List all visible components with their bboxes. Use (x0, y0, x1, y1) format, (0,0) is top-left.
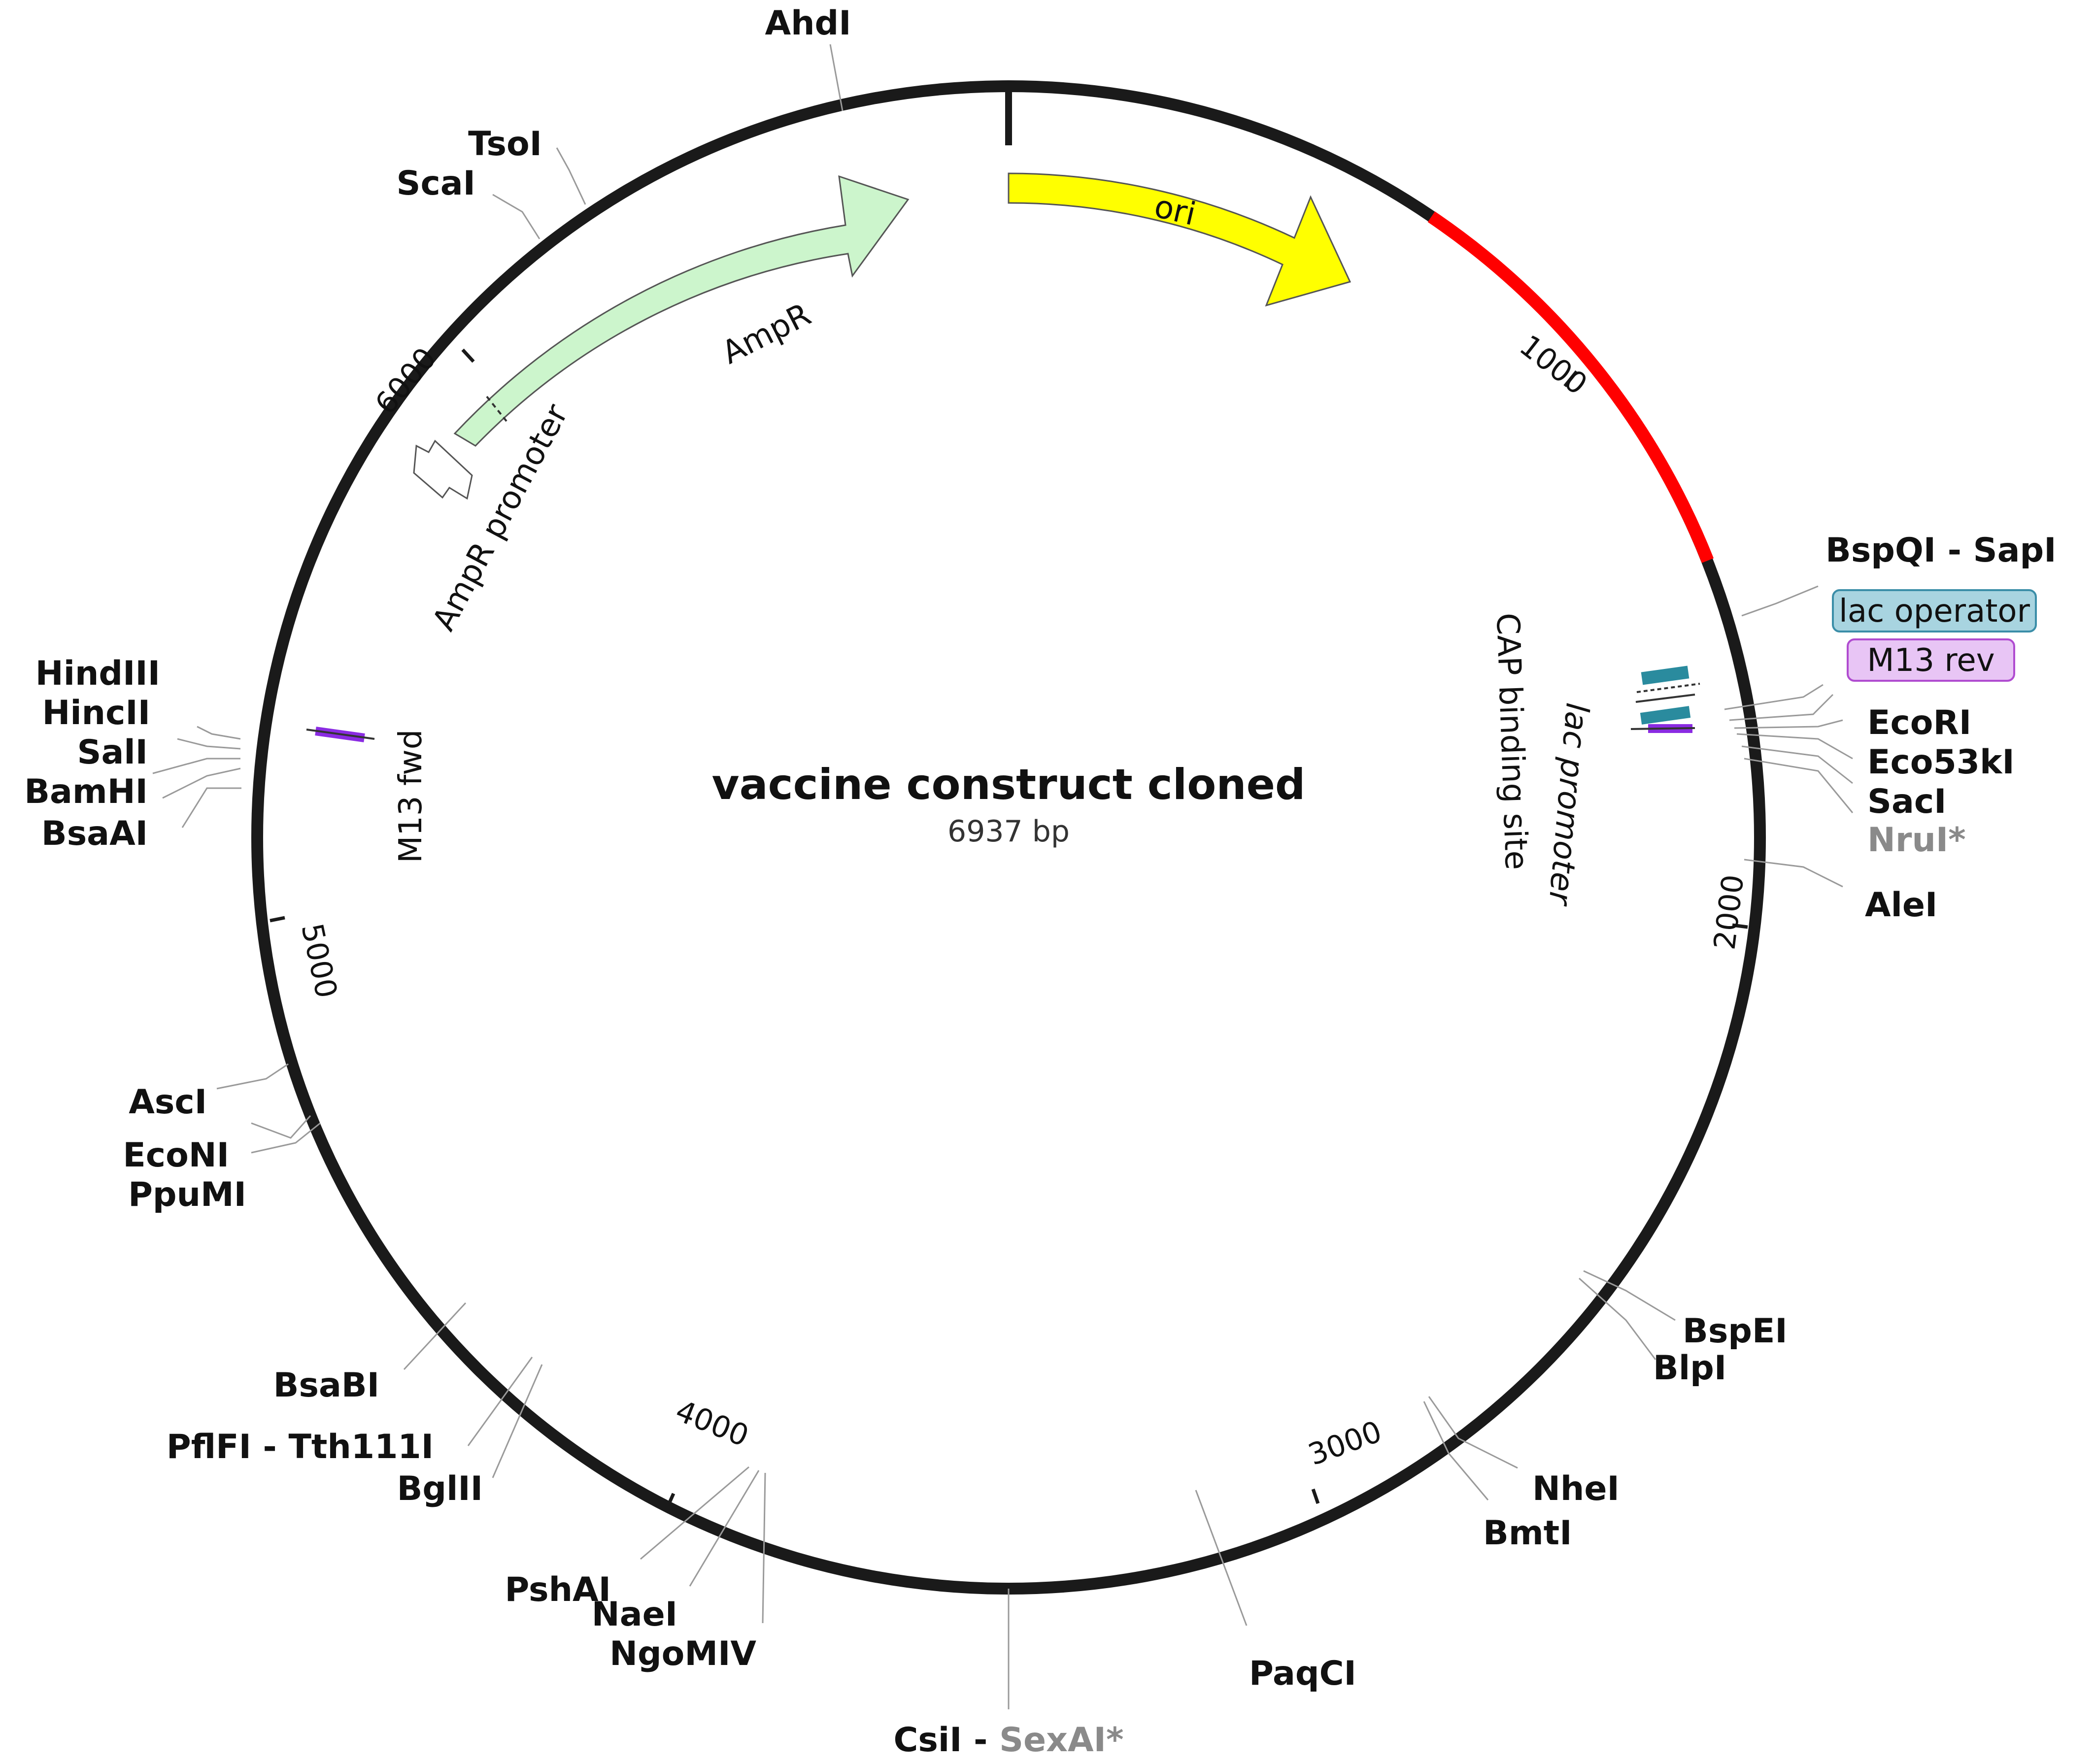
lac-operator-box (1832, 589, 2037, 632)
site-nhei: NheI (1532, 1469, 1620, 1508)
lac-promoter-label: lac promoter (1541, 701, 1595, 908)
m13-fwd-label: M13 fwd (393, 730, 429, 863)
tick-marks (270, 348, 1748, 1509)
lac-operator-label: lac operator (1839, 593, 2030, 630)
map-title: vaccine construct cloned (712, 760, 1306, 809)
ori-feature (1008, 172, 1352, 307)
map-length: 6937 bp (947, 814, 1070, 849)
m13-fwd-arrow-line (306, 729, 375, 740)
tick-label-1000: 1000 (1513, 329, 1593, 402)
site-blpi: BlpI (1653, 1349, 1726, 1388)
site-bsaai: BsaAI (41, 814, 148, 853)
site-bsabi: BsaBI (273, 1366, 379, 1405)
site-bspqi-sapi: BspQI - SapI (1825, 531, 2057, 570)
site-paqci: PaqCI (1249, 1654, 1356, 1693)
site-tsoi: TsoI (468, 125, 542, 164)
site-ecori: EcoRI (1867, 703, 1971, 742)
site-saci: SacI (1867, 782, 1946, 821)
m13-rev-label: M13 rev (1867, 642, 1994, 679)
ampr-promoter-label: AmpR promoter (426, 398, 575, 636)
tick-label-2000: 2000 (1707, 873, 1751, 952)
site-csii-sexai: CsiI - SexAI* (893, 1721, 1123, 1760)
cap-binding-site-label: CAP binding site (1489, 612, 1534, 870)
ori-label: ori (1151, 188, 1199, 233)
site-eco53ki: Eco53kI (1867, 743, 2015, 782)
site-ngomiv: NgoMIV (609, 1634, 756, 1673)
m13-rev-box (1847, 638, 2015, 682)
site-bmti: BmtI (1483, 1514, 1572, 1553)
site-csii: CsiI (893, 1721, 962, 1760)
tick-label-3000: 3000 (1304, 1414, 1386, 1472)
leader-lines (152, 44, 1854, 1709)
site-naei: NaeI (592, 1595, 677, 1634)
site-bspei: BspEI (1683, 1312, 1788, 1351)
site-sali: SalI (77, 733, 148, 772)
site-ahdi: AhdI (765, 4, 851, 43)
highlighted-segment (1427, 211, 1714, 563)
site-alei: AleI (1865, 886, 1937, 925)
ampr-feature (453, 175, 910, 447)
site-ppumi: PpuMI (128, 1175, 246, 1214)
site-nrui: NruI* (1867, 821, 1966, 860)
site-hincii: HincII (42, 694, 150, 732)
site-pshai: PshAI (505, 1570, 611, 1609)
site-econi: EcoNI (123, 1136, 229, 1175)
ampr-label: AmpR (716, 297, 817, 372)
lac-region-glyphs (1630, 666, 1700, 733)
tick-label-4000: 4000 (671, 1394, 753, 1454)
site-bamhi: BamHI (24, 772, 148, 811)
site-csii-separator: - (962, 1721, 999, 1760)
site-pflfi-tth111i: PflFI - Tth111I (167, 1428, 434, 1466)
site-sexai: SexAI* (999, 1721, 1123, 1760)
site-hindiii: HindIII (35, 654, 160, 693)
tick-label-5000: 5000 (294, 921, 343, 1001)
ampr-promoter-feature (413, 439, 473, 500)
site-bglii: BglII (397, 1469, 483, 1508)
site-asci: AscI (129, 1083, 207, 1122)
site-scai: ScaI (397, 164, 475, 203)
